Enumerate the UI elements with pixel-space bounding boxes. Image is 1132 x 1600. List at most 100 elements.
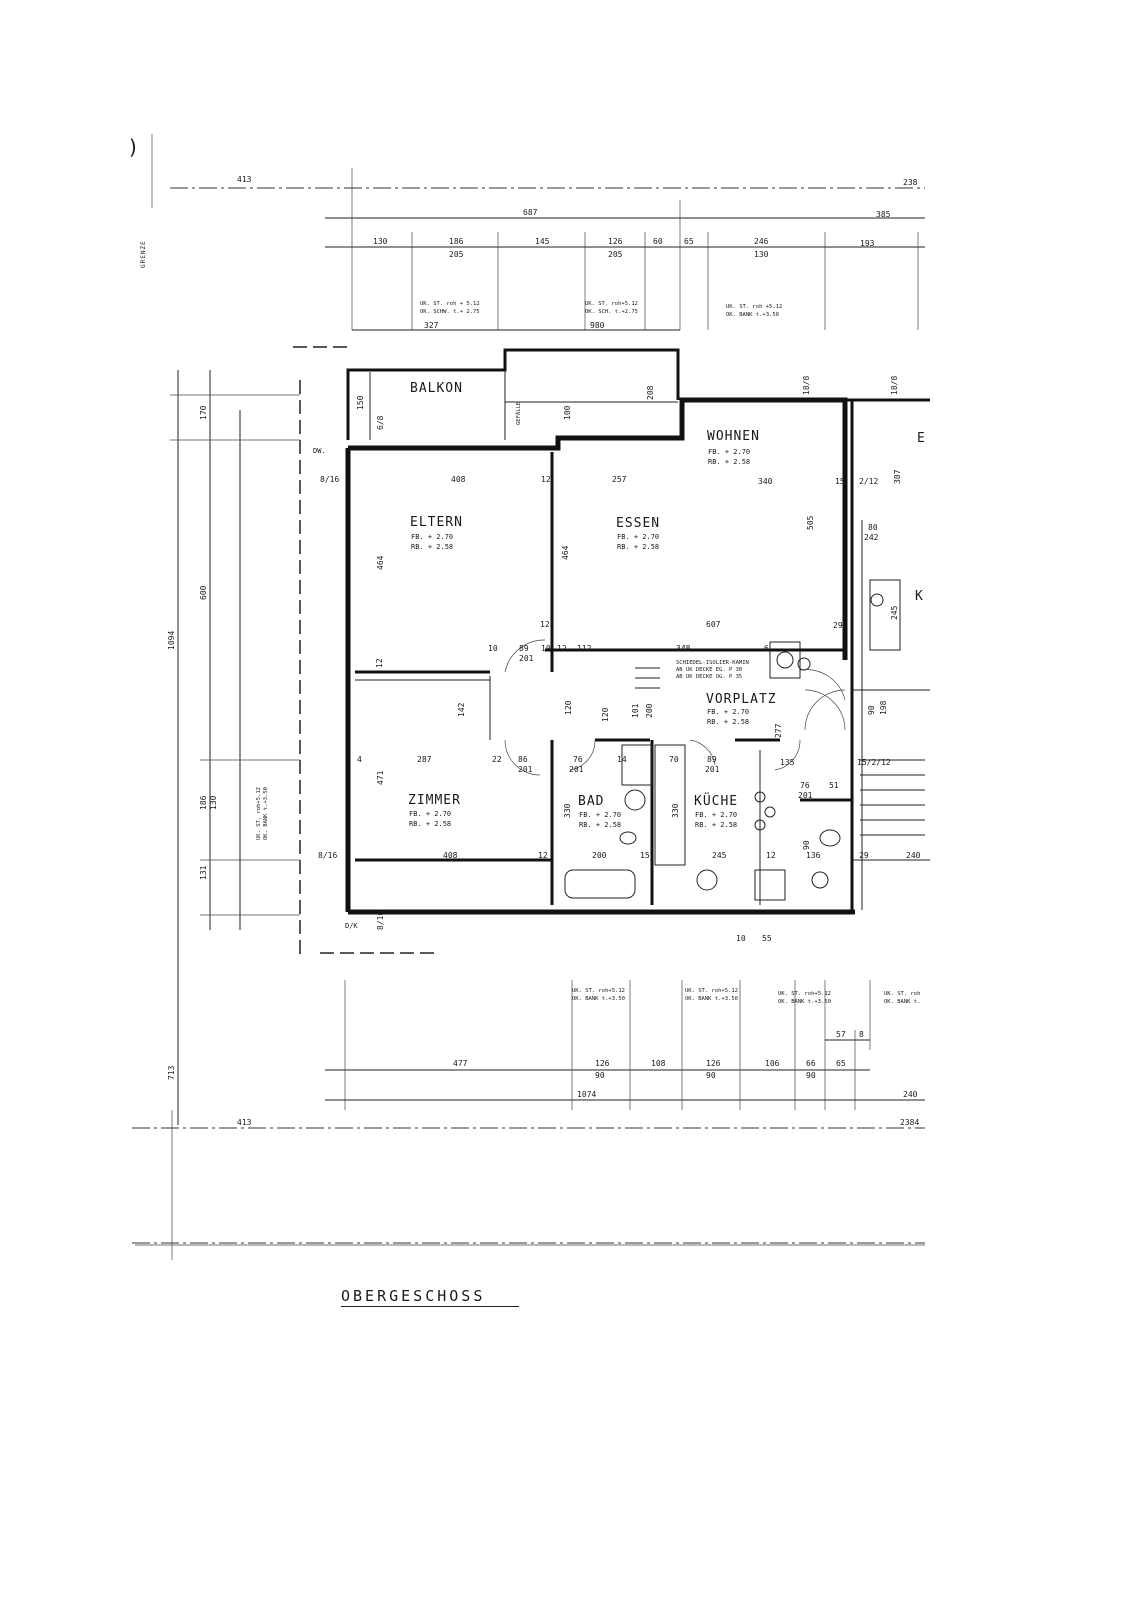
walls xyxy=(345,348,930,915)
dim-108: 108 xyxy=(651,1059,666,1068)
dim-100: 100 xyxy=(563,405,572,420)
dim-242: 242 xyxy=(864,533,879,542)
dim-130-b: 130 xyxy=(754,250,769,259)
dim-687: 687 xyxy=(523,208,538,217)
dim-15-b: 15 xyxy=(640,851,650,860)
dim-607: 607 xyxy=(706,620,721,629)
dim-131: 131 xyxy=(199,865,208,880)
dim-80: 80 xyxy=(868,523,878,532)
dim-6-8: 6/8 xyxy=(376,415,385,430)
kueche-fb: FB. + 2.70 xyxy=(695,811,737,819)
dim-464-a: 464 xyxy=(376,555,385,570)
dim-55: 55 xyxy=(762,934,772,943)
wohnen-rb: RB. + 2.58 xyxy=(708,458,750,466)
dim-205-a: 205 xyxy=(449,250,464,259)
win-note-bot-1b: OK. BANK t.+3.50 xyxy=(572,996,625,1002)
essen-rb: RB. + 2.58 xyxy=(617,543,659,551)
dim-1094: 1094 xyxy=(167,631,176,650)
dim-205-b: 205 xyxy=(608,250,623,259)
win-note-bot-3b: OK. BANK t.+3.50 xyxy=(778,999,831,1005)
corner-mark: ) xyxy=(129,135,137,159)
dim-327: 327 xyxy=(424,321,439,330)
dimension-grid xyxy=(132,134,925,1260)
room-partial-e: E xyxy=(917,431,926,446)
dimension-labels: 413 238 687 385 130 186 205 145 126 205 … xyxy=(167,175,921,1127)
dim-2-12: 2/12 xyxy=(859,477,878,486)
dim-76-a: 76 xyxy=(573,755,583,764)
dim-186-v: 186 xyxy=(199,795,208,810)
dim-464-b: 464 xyxy=(561,545,570,560)
dim-413-bot: 413 xyxy=(237,1118,252,1127)
dim-4: 4 xyxy=(357,755,362,764)
win-note-bot-3a: UK. ST. roh+5.12 xyxy=(778,991,831,997)
win-note-side-b: OK. BANK t.+3.50 xyxy=(263,787,269,840)
dim-135: 135 xyxy=(780,758,795,767)
win-note-bot-4a: UK. ST. roh xyxy=(884,991,920,997)
win-note-bot-2b: OK. BANK t.+3.50 xyxy=(685,996,738,1002)
dim-287: 287 xyxy=(417,755,432,764)
win-note-top-2b: OK. SCH. t.+2.75 xyxy=(585,309,638,315)
dim-15-2-12: 15/2/12 xyxy=(857,758,891,767)
dim-201-a: 201 xyxy=(519,654,534,663)
dim-90-d: 90 xyxy=(706,1071,716,1080)
dim-471: 471 xyxy=(376,770,385,785)
dim-208: 208 xyxy=(646,385,655,400)
dim-12-e: 12 xyxy=(538,851,548,860)
dim-505: 505 xyxy=(806,515,815,530)
dim-142: 142 xyxy=(457,702,466,717)
bad-rb: RB. + 2.58 xyxy=(579,821,621,829)
win-note-bot-4b: OK. BANK t. xyxy=(884,999,920,1005)
dim-8-16: 8/16 xyxy=(320,475,339,484)
dim-15-a: 15 xyxy=(835,477,845,486)
dim-200-v: 200 xyxy=(645,703,654,718)
dim-307: 307 xyxy=(893,469,902,484)
dim-10-b: 10 xyxy=(541,644,551,653)
dim-120: 120 xyxy=(564,700,573,715)
dim-12-a: 12 xyxy=(541,475,551,484)
dim-240-a: 240 xyxy=(906,851,921,860)
page-title: OBERGESCHOSS xyxy=(341,1287,486,1305)
room-bad: BAD xyxy=(578,794,604,809)
dim-51: 51 xyxy=(829,781,839,790)
dim-340: 340 xyxy=(758,477,773,486)
zimmer-fb: FB. + 2.70 xyxy=(409,810,451,818)
dim-170: 170 xyxy=(199,405,208,420)
win-note-top-3b: OK. BANK t.+3.50 xyxy=(726,312,779,318)
win-note-side-a: UK. ST. roh+5.12 xyxy=(256,787,262,840)
win-note-bot-1a: UK. ST. roh+5.12 xyxy=(572,988,625,994)
dim-257: 257 xyxy=(612,475,627,484)
bad-fb: FB. + 2.70 xyxy=(579,811,621,819)
win-note-top-1b: OK. SCHW. t.+ 2.75 xyxy=(420,309,480,315)
dim-66: 66 xyxy=(806,1059,816,1068)
win-note-top-3a: UK. ST. roh +5.12 xyxy=(726,304,782,310)
dim-10-a: 10 xyxy=(488,644,498,653)
dim-186: 186 xyxy=(449,237,464,246)
dim-126-b: 126 xyxy=(595,1059,610,1068)
eltern-rb: RB. + 2.58 xyxy=(411,543,453,551)
dim-12-d: 12 xyxy=(375,658,384,668)
fixtures xyxy=(564,579,925,901)
dim-713: 713 xyxy=(167,1065,176,1080)
dim-1074: 1074 xyxy=(577,1090,596,1099)
dim-245-a: 245 xyxy=(890,605,899,620)
win-note-top-1a: UK. ST. roh + 5.12 xyxy=(420,301,480,307)
dim-200: 200 xyxy=(592,851,607,860)
dim-408-top: 408 xyxy=(451,475,466,484)
dim-8-16-c: 8/16 xyxy=(376,911,385,930)
room-kueche: KÜCHE xyxy=(694,792,738,809)
dim-201-d: 201 xyxy=(705,765,720,774)
dim-120-b: 120 xyxy=(601,707,610,722)
room-eltern: ELTERN xyxy=(410,515,463,530)
dim-76-b: 76 xyxy=(800,781,810,790)
dim-29-b: 29 xyxy=(859,851,869,860)
dim-12-c: 12 xyxy=(557,644,567,653)
dim-89-b: 89 xyxy=(707,755,717,764)
dim-90-a: 90 xyxy=(867,705,876,715)
dim-101: 101 xyxy=(631,703,640,718)
dim-145: 145 xyxy=(535,237,550,246)
dim-90-c: 90 xyxy=(595,1071,605,1080)
vorplatz-rb: RB. + 2.58 xyxy=(707,718,749,726)
door-swings xyxy=(504,639,846,776)
dim-126-c: 126 xyxy=(706,1059,721,1068)
kamin-line-2: AB UK DECKE EG. P 30 xyxy=(676,667,742,673)
